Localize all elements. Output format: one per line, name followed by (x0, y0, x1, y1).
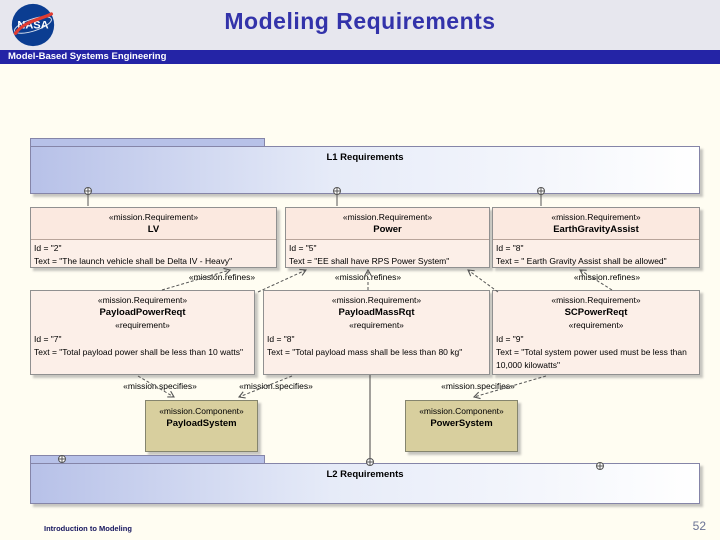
refines-label: «mission.refines» (334, 272, 402, 282)
requirement-body: Id = "9" Text = "Total system power used… (493, 331, 699, 374)
requirement-text: Text = "Total payload mass shall be less… (267, 347, 463, 357)
requirement-name: EarthGravityAssist (553, 224, 639, 235)
specifies-label: «mission.specifies» (123, 381, 197, 391)
l2-package-label: L2 Requirements (326, 469, 404, 480)
requirement-box-scpowerreqt: «mission.Requirement» SCPowerReqt «requi… (492, 290, 700, 375)
requirement-name: LV (147, 224, 160, 235)
stereotype-label: «requirement» (568, 320, 624, 330)
svg-text:NASA: NASA (17, 20, 48, 32)
stereotype-label: «mission.Requirement» (97, 295, 188, 305)
banner-text: Model-Based Systems Engineering (8, 51, 167, 62)
requirement-box-payloadpowerreqt: «mission.Requirement» PayloadPowerReqt «… (30, 290, 255, 375)
stereotype-label: «mission.Requirement» (551, 295, 641, 305)
requirement-id: Id = "8" (267, 334, 295, 344)
requirement-id: Id = "2" (34, 243, 62, 253)
requirement-text: Text = " Earth Gravity Assist shall be a… (496, 256, 667, 266)
specifies-label: «mission.specifies» (441, 381, 515, 391)
page-number: 52 (692, 519, 706, 533)
l1-package-label: L1 Requirements (326, 152, 404, 163)
requirement-header: «mission.Requirement» PayloadMassRqt «re… (264, 291, 489, 331)
requirement-body: Id = "2" Text = "The launch vehicle shal… (31, 240, 276, 270)
slide-header: NASA Modeling Requirements (0, 0, 720, 51)
page-title: Modeling Requirements (224, 8, 496, 34)
requirement-id: Id = "7" (34, 334, 62, 344)
requirement-body: Id = "8" Text = "Total payload mass shal… (264, 331, 489, 361)
component-name: PayloadSystem (166, 418, 237, 429)
refines-arrow (257, 268, 307, 293)
requirement-body: Id = "7" Text = "Total payload power sha… (31, 331, 254, 361)
requirement-name: PayloadMassRqt (338, 307, 415, 318)
requirement-box-power: «mission.Requirement» Power Id = "5" Tex… (285, 207, 490, 268)
requirement-name: Power (373, 224, 402, 235)
stereotype-label: «mission.Component» (419, 406, 504, 416)
requirement-text: Text = "EE shall have RPS Power System" (289, 256, 450, 266)
requirement-name: PayloadPowerReqt (99, 307, 186, 318)
stereotype-label: «requirement» (115, 320, 170, 330)
requirement-header: «mission.Requirement» EarthGravityAssist (493, 208, 699, 240)
l2-package: L2 Requirements (30, 463, 700, 504)
requirement-header: «mission.Requirement» LV (31, 208, 276, 240)
component-name: PowerSystem (430, 418, 493, 429)
requirement-id: Id = "9" (496, 334, 524, 344)
refines-arrow (467, 269, 499, 293)
requirement-text: Text = "Total payload power shall be les… (34, 347, 243, 357)
refines-label: «mission.refines» (188, 272, 256, 282)
stereotype-label: «mission.Requirement» (551, 212, 641, 222)
specifies-label: «mission.specifies» (239, 381, 313, 391)
requirement-name: SCPowerReqt (564, 307, 628, 318)
requirement-box-payloadmassrqt: «mission.Requirement» PayloadMassRqt «re… (263, 290, 490, 375)
requirement-text: Text = "The launch vehicle shall be Delt… (34, 256, 233, 266)
l1-package: L1 Requirements (30, 146, 700, 194)
requirement-header: «mission.Requirement» PayloadPowerReqt «… (31, 291, 254, 331)
l2-package-tab (30, 455, 265, 464)
stereotype-label: «mission.Requirement» (331, 295, 422, 305)
requirement-body: Id = "5" Text = "EE shall have RPS Power… (286, 240, 489, 270)
requirement-text: Text = "Total system power used must be … (496, 347, 687, 370)
component-box-powersystem: «mission.Component» PowerSystem (405, 400, 518, 452)
requirement-id: Id = "5" (289, 243, 317, 253)
banner-bar: Model-Based Systems Engineering (0, 50, 720, 64)
requirement-box-lv: «mission.Requirement» LV Id = "2" Text =… (30, 207, 277, 268)
l1-package-tab (30, 138, 265, 147)
component-box-payloadsystem: «mission.Component» PayloadSystem (145, 400, 258, 452)
refines-label: «mission.refines» (573, 272, 641, 282)
requirement-header: «mission.Requirement» Power (286, 208, 489, 240)
requirement-header: «mission.Requirement» SCPowerReqt «requi… (493, 291, 699, 331)
nasa-logo-icon: NASA (10, 2, 56, 53)
stereotype-label: «mission.Requirement» (108, 212, 199, 222)
requirement-body: Id = "8" Text = " Earth Gravity Assist s… (493, 240, 699, 270)
footer-title: Introduction to Modeling (44, 524, 132, 533)
stereotype-label: «requirement» (349, 320, 404, 330)
stereotype-label: «mission.Requirement» (342, 212, 433, 222)
requirement-id: Id = "8" (496, 243, 524, 253)
stereotype-label: «mission.Component» (159, 406, 244, 416)
requirement-box-earthgravityassist: «mission.Requirement» EarthGravityAssist… (492, 207, 700, 268)
